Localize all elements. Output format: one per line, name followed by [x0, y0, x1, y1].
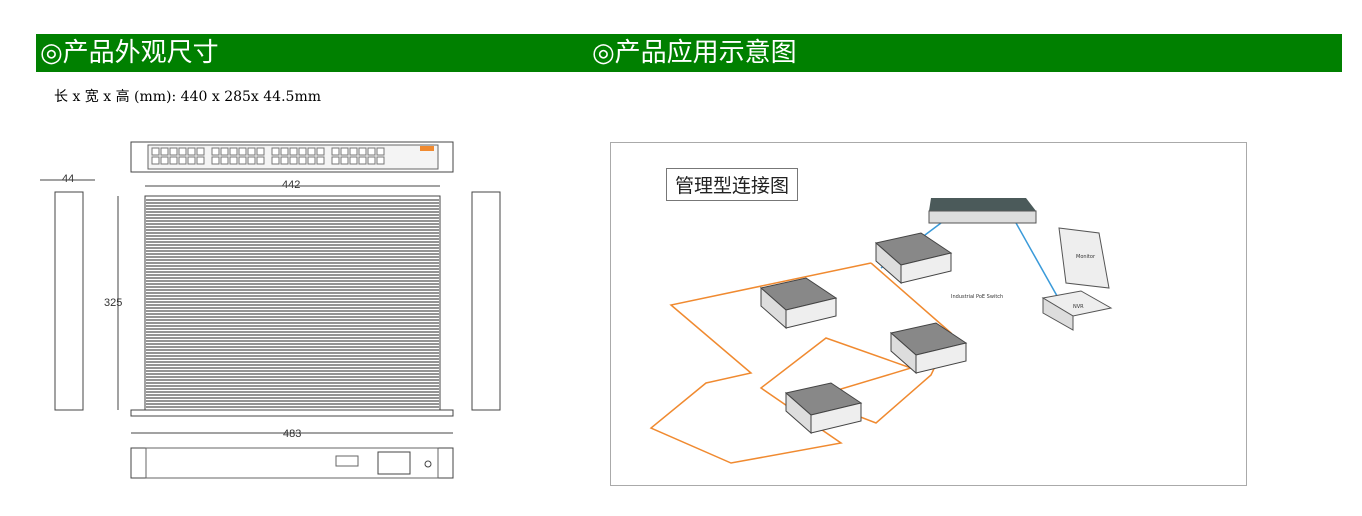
port [340, 147, 349, 156]
application-header: ◎产品应用示意图 [588, 34, 1342, 72]
port [229, 156, 238, 165]
port [229, 147, 238, 156]
port [307, 147, 316, 156]
port [160, 147, 169, 156]
port [220, 156, 229, 165]
port [298, 156, 307, 165]
port [151, 147, 160, 156]
switch-label: Industrial PoE Switch [951, 294, 1003, 300]
dim-body-depth: 325 [104, 297, 122, 309]
port [358, 147, 367, 156]
port [376, 156, 385, 165]
port [289, 147, 298, 156]
port [349, 147, 358, 156]
left-side-view [54, 191, 84, 411]
poe-switch [889, 322, 968, 375]
port [187, 156, 196, 165]
port [316, 156, 325, 165]
front-panel [130, 141, 454, 173]
heatsink-fins [146, 199, 439, 408]
nvr: NVR [1041, 290, 1113, 331]
port [331, 156, 340, 165]
poe-switch [874, 232, 953, 285]
dim-body-width: 442 [282, 179, 300, 191]
port [298, 147, 307, 156]
port [238, 156, 247, 165]
appearance-header: ◎产品外观尺寸 [36, 34, 592, 72]
dimension-drawing: 44 442 325 483 [40, 141, 501, 479]
application-title: 管理型连接图 [666, 168, 799, 201]
application-diagram: 管理型连接图 Monitor NVR Industrial PoE Switch [610, 142, 1247, 486]
port [271, 147, 280, 156]
right-side-view [471, 191, 501, 411]
port [169, 156, 178, 165]
dimensions-text: 长 x 宽 x 高 (mm): 440 x 285x 44.5mm [54, 89, 321, 105]
port [196, 156, 205, 165]
port [256, 147, 265, 156]
poe-switch [784, 382, 863, 435]
port [358, 156, 367, 165]
port [238, 147, 247, 156]
port [187, 147, 196, 156]
port [271, 156, 280, 165]
port [316, 147, 325, 156]
port [256, 156, 265, 165]
port [247, 147, 256, 156]
port [367, 156, 376, 165]
port [349, 156, 358, 165]
rear-panel [130, 447, 454, 479]
dim-side-width: 44 [62, 173, 74, 185]
port [331, 147, 340, 156]
port [178, 156, 187, 165]
port [178, 147, 187, 156]
port [307, 156, 316, 165]
svg-text:NVR: NVR [1073, 304, 1084, 310]
port [211, 147, 220, 156]
port [376, 147, 385, 156]
port [247, 156, 256, 165]
svg-text:Monitor: Monitor [1076, 254, 1096, 260]
port [220, 147, 229, 156]
port [160, 156, 169, 165]
core-switch [928, 198, 1037, 224]
port [289, 156, 298, 165]
port [367, 147, 376, 156]
poe-switch [759, 277, 838, 330]
port [211, 156, 220, 165]
port [169, 147, 178, 156]
port [280, 147, 289, 156]
port [196, 147, 205, 156]
network-topology: Monitor NVR Industrial PoE Switch [649, 198, 1113, 464]
port [151, 156, 160, 165]
dim-rack-width: 483 [283, 428, 301, 440]
port [280, 156, 289, 165]
monitor: Monitor [1058, 227, 1110, 289]
port [340, 156, 349, 165]
